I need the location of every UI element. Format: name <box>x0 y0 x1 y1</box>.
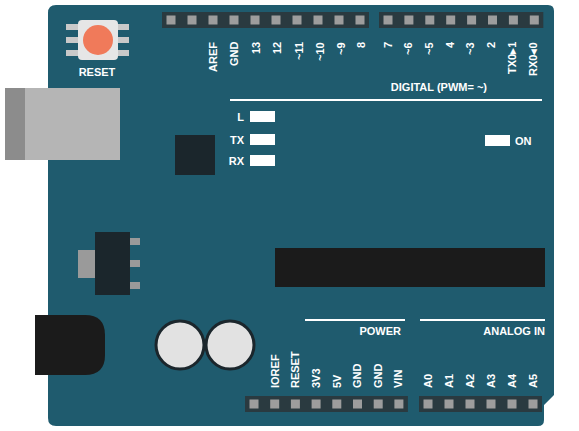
header-pin <box>332 400 341 409</box>
header-pin <box>446 16 455 25</box>
reset-button <box>66 20 129 60</box>
pin-label: RX0◂0 <box>527 42 539 76</box>
board-label: RX <box>229 155 244 167</box>
pin-label: GND <box>351 364 363 388</box>
pin-label: ~3 <box>464 42 476 55</box>
header-pin <box>404 16 413 25</box>
header-pin <box>356 16 365 25</box>
header-pin <box>167 16 176 25</box>
header-pin <box>335 16 344 25</box>
led <box>485 135 510 146</box>
pin-label: GND <box>228 42 240 66</box>
header-strip <box>419 396 542 412</box>
pin-label: A5 <box>527 374 539 388</box>
pin-headers <box>162 12 543 412</box>
pin-label: A4 <box>506 374 518 388</box>
pin-label: ~11 <box>293 42 305 60</box>
pin-label: 8 <box>355 42 367 48</box>
usb-chip <box>175 135 215 175</box>
header-pin <box>374 400 383 409</box>
pin-label: TX0▸1 <box>506 42 518 74</box>
header-pin <box>314 16 323 25</box>
led <box>250 134 275 145</box>
header-pin <box>230 16 239 25</box>
header-pin <box>529 400 538 409</box>
pin-label: 12 <box>271 42 283 54</box>
header-pin <box>209 16 218 25</box>
pin-label: AREF <box>207 42 219 72</box>
pin-label: 7 <box>382 42 394 48</box>
header-pin <box>508 400 517 409</box>
pin-label: 5V <box>331 375 343 388</box>
pin-label: A2 <box>464 374 476 388</box>
header-pin <box>424 400 433 409</box>
header-pin <box>188 16 197 25</box>
board <box>48 5 554 426</box>
pin-label: VIN <box>392 370 404 388</box>
usb-port <box>5 88 120 160</box>
header-pin <box>293 16 302 25</box>
header-strip <box>245 396 408 412</box>
header-pin <box>291 400 300 409</box>
pin-label: ~10 <box>314 42 326 61</box>
pin-label: 3V3 <box>310 368 322 388</box>
pin-label: IOREF <box>269 354 281 388</box>
header-pin <box>467 16 476 25</box>
pin-label: 2 <box>485 42 497 48</box>
header-pin <box>466 400 475 409</box>
board-label: DIGITAL (PWM= ~) <box>391 81 487 93</box>
header-strip <box>379 12 543 28</box>
header-pin <box>425 16 434 25</box>
header-pin <box>445 400 454 409</box>
board-label: RESET <box>79 66 116 78</box>
divider-line <box>305 319 405 321</box>
header-pin <box>353 400 362 409</box>
microcontroller <box>275 248 545 287</box>
pin-label: ~6 <box>402 42 414 55</box>
power-jack <box>35 315 105 375</box>
header-pin <box>384 16 393 25</box>
header-pin <box>394 400 403 409</box>
capacitor <box>206 321 254 369</box>
pin-label: 4 <box>444 42 456 48</box>
divider-line <box>420 319 545 321</box>
pin-label: A1 <box>443 374 455 388</box>
pin-label: GND <box>372 364 384 388</box>
header-pin <box>270 400 279 409</box>
pin-label: A3 <box>485 374 497 388</box>
board-label: TX <box>230 134 244 146</box>
header-pin <box>250 400 259 409</box>
header-pin <box>509 16 518 25</box>
board-label: ON <box>515 135 532 147</box>
pin-label: ~5 <box>423 42 435 55</box>
pin-label: RESET <box>289 351 301 388</box>
header-pin <box>251 16 260 25</box>
divider-line <box>230 99 542 101</box>
led <box>250 111 275 122</box>
header-pin <box>272 16 281 25</box>
pin-label: 13 <box>250 42 262 54</box>
pin-label: A0 <box>422 374 434 388</box>
header-pin <box>312 400 321 409</box>
pin-label: ~9 <box>335 42 347 55</box>
header-pin <box>530 16 539 25</box>
led <box>250 155 275 166</box>
voltage-regulator <box>78 232 140 295</box>
header-pin <box>488 16 497 25</box>
board-label: ANALOG IN <box>483 325 545 337</box>
header-pin <box>487 400 496 409</box>
capacitor <box>156 321 204 369</box>
board-label: POWER <box>359 325 401 337</box>
board-label: L <box>237 111 244 123</box>
header-strip <box>162 12 369 28</box>
